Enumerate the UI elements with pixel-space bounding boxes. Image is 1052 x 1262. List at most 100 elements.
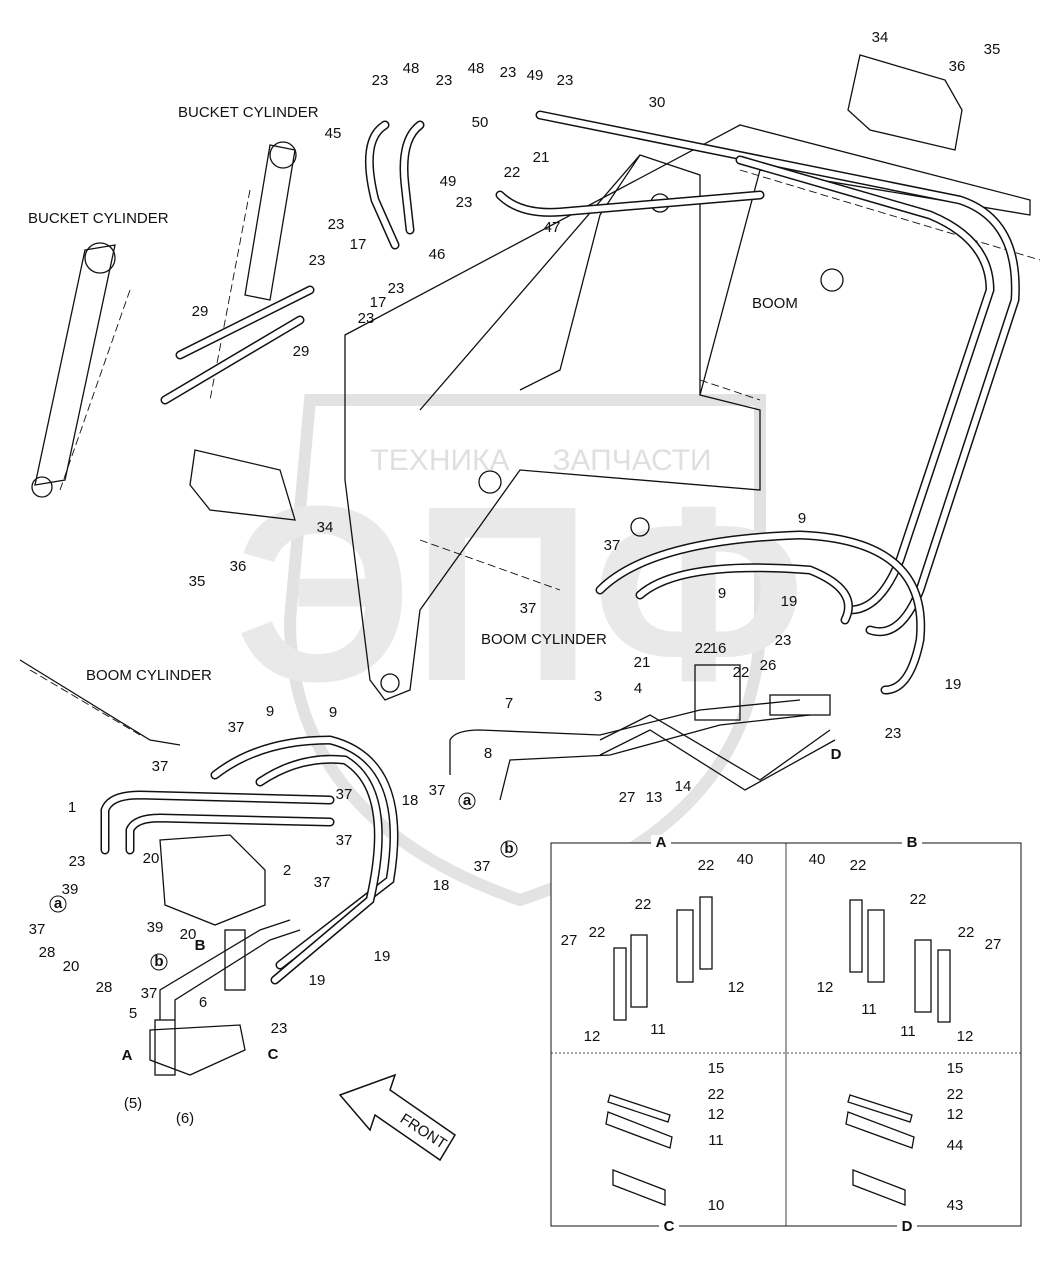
callout-label: 36 bbox=[230, 558, 247, 575]
callout-label: 19 bbox=[945, 676, 962, 693]
callout-label: 23 bbox=[69, 853, 86, 870]
callout-label: 13 bbox=[646, 789, 663, 806]
callout-label: 39 bbox=[62, 881, 79, 898]
callout-label: 37 bbox=[604, 537, 621, 554]
callout-label: 9 bbox=[266, 703, 274, 720]
title-bucket-cylinder-top: BUCKET CYLINDER bbox=[178, 104, 319, 121]
callout-label: 23 bbox=[775, 632, 792, 649]
callout-label: 36 bbox=[949, 58, 966, 75]
inset-callout-label: 22 bbox=[958, 924, 975, 941]
circled-ref-label: b bbox=[154, 953, 163, 970]
inset-callout-label: 27 bbox=[561, 932, 578, 949]
callout-label: 48 bbox=[403, 60, 420, 77]
callout-label: 23 bbox=[358, 310, 375, 327]
callout-label: 23 bbox=[372, 72, 389, 89]
callout-label: 27 bbox=[619, 789, 636, 806]
title-boom-cylinder-left: BOOM CYLINDER bbox=[86, 667, 212, 684]
callout-label: 50 bbox=[472, 114, 489, 131]
callout-label: 19 bbox=[374, 948, 391, 965]
callout-label: 22 bbox=[695, 640, 712, 657]
inset-callout-label: 12 bbox=[957, 1028, 974, 1045]
inset-callout-label: 12 bbox=[728, 979, 745, 996]
inset-panel-label: A bbox=[656, 834, 667, 851]
watermark-text-right: ЗАПЧАСТИ bbox=[552, 444, 711, 477]
callout-label: 9 bbox=[718, 585, 726, 602]
callout-label: D bbox=[831, 746, 842, 763]
circled-ref-marker bbox=[150, 953, 168, 971]
inset-panel-label: C bbox=[664, 1218, 675, 1235]
callout-label: 23 bbox=[388, 280, 405, 297]
inset-callout-label: 12 bbox=[708, 1106, 725, 1123]
callout-label: 23 bbox=[328, 216, 345, 233]
control-valve bbox=[149, 834, 266, 1076]
circled-ref-marker bbox=[500, 840, 518, 858]
callout-label: C bbox=[268, 1046, 279, 1063]
callout-label: 6 bbox=[199, 994, 207, 1011]
callout-label: 49 bbox=[440, 173, 457, 190]
callout-label: 23 bbox=[885, 725, 902, 742]
bucket-cylinders bbox=[31, 141, 297, 498]
inset-callout-label: 11 bbox=[900, 1023, 916, 1040]
callout-label: 37 bbox=[520, 600, 537, 617]
panel-label-bg bbox=[897, 1219, 917, 1235]
callout-label: 34 bbox=[317, 519, 334, 536]
callout-label: 19 bbox=[781, 593, 798, 610]
callout-label: 46 bbox=[429, 246, 446, 263]
callout-label: 37 bbox=[29, 921, 46, 938]
circled-ref-marker bbox=[458, 792, 476, 810]
inset-callout-label: 11 bbox=[650, 1021, 666, 1038]
inset-callout-label: 12 bbox=[584, 1028, 601, 1045]
callout-label: 1 bbox=[68, 799, 76, 816]
callout-label: 3 bbox=[594, 688, 602, 705]
inset-callout-label: 44 bbox=[947, 1137, 964, 1154]
clamp-B bbox=[224, 929, 246, 991]
inset-callout-label: 12 bbox=[817, 979, 834, 996]
callout-label: 49 bbox=[527, 67, 544, 84]
circled-ref-label: b bbox=[504, 840, 513, 857]
callout-label: 2 bbox=[283, 862, 291, 879]
watermark-letters: ЭПФ bbox=[235, 454, 806, 733]
callout-label: 37 bbox=[336, 832, 353, 849]
callout-label: 28 bbox=[39, 944, 56, 961]
callout-label: 30 bbox=[649, 94, 666, 111]
inset-callout-label: 11 bbox=[861, 1001, 877, 1018]
hoses bbox=[100, 110, 1020, 985]
panel-label-bg bbox=[902, 835, 922, 851]
callout-label: 20 bbox=[180, 926, 197, 943]
callout-label: 17 bbox=[370, 294, 387, 311]
callout-label: 37 bbox=[228, 719, 245, 736]
callout-label: 37 bbox=[314, 874, 331, 891]
title-boom-cylinder-center: BOOM CYLINDER bbox=[481, 631, 607, 648]
inset-panel-label: B bbox=[907, 834, 918, 851]
callout-label: 8 bbox=[484, 745, 492, 762]
watermark-text-left: ТЕХНИКА bbox=[370, 444, 509, 477]
steel-lines bbox=[19, 539, 836, 1020]
inset-callout-label: 22 bbox=[850, 857, 867, 874]
callout-label: 22 bbox=[733, 664, 750, 681]
inset-panel-label: D bbox=[902, 1218, 913, 1235]
circled-ref-label: a bbox=[463, 792, 472, 809]
callout-label: 4 bbox=[634, 680, 642, 697]
inset-callout-label: 40 bbox=[737, 851, 754, 868]
callout-label: 7 bbox=[505, 695, 513, 712]
callout-label: 37 bbox=[141, 985, 158, 1002]
callout-label: 39 bbox=[147, 919, 164, 936]
boom-structure bbox=[344, 124, 1041, 701]
callout-label: (5) bbox=[124, 1095, 142, 1112]
callout-label: 28 bbox=[96, 979, 113, 996]
callout-label: 29 bbox=[192, 303, 209, 320]
callout-label: A bbox=[122, 1047, 133, 1064]
cover-plate-right bbox=[847, 54, 963, 151]
callout-label: 9 bbox=[798, 510, 806, 527]
title-bucket-cylinder-left: BUCKET CYLINDER bbox=[28, 210, 169, 227]
callout-label: 35 bbox=[984, 41, 1001, 58]
circled-ref-label: a bbox=[54, 895, 63, 912]
callout-label: 45 bbox=[325, 125, 342, 142]
callout-label: 23 bbox=[309, 252, 326, 269]
callout-label: 47 bbox=[544, 219, 561, 236]
inset-callout-label: 22 bbox=[708, 1086, 725, 1103]
callout-label: 5 bbox=[129, 1005, 137, 1022]
inset-callout-label: 22 bbox=[947, 1086, 964, 1103]
callout-label: B bbox=[195, 937, 206, 954]
